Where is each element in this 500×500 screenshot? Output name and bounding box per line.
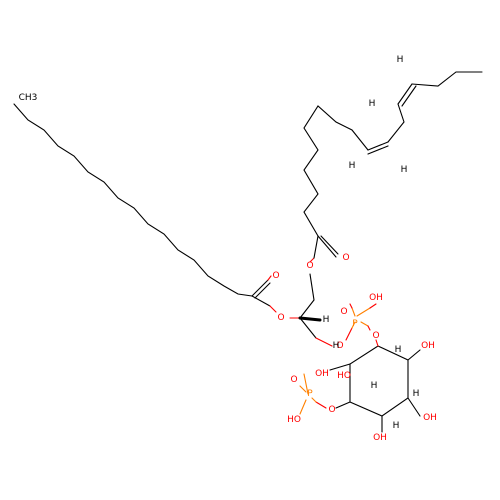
- methyl-label: CH3: [19, 93, 38, 103]
- hydrogen-label: H: [333, 341, 340, 351]
- hydroxyl-label: OH: [369, 293, 383, 303]
- hydrogen-label: H: [395, 345, 402, 355]
- hydroxyl-label: HO: [337, 371, 351, 381]
- hydrogen-label: H: [323, 315, 330, 325]
- hydrogen-label: H: [397, 55, 404, 65]
- hydrogen-label: H: [369, 99, 376, 109]
- hydroxyl-label: HO: [287, 415, 301, 425]
- hydroxyl-label: OH: [423, 413, 437, 423]
- sn2-acyl-chain: [303, 71, 483, 237]
- oxygen-label: O: [277, 313, 284, 323]
- inositol-ring: [329, 339, 421, 433]
- oxygen-label: O: [342, 253, 349, 263]
- sn1-acyl-chain: [13, 103, 253, 297]
- glycerol-backbone: [289, 273, 333, 347]
- oxygen-label: O: [372, 331, 379, 341]
- oxygen-label: O: [336, 341, 343, 351]
- hydrogen-label: H: [349, 161, 356, 171]
- phosphate-group-2: [299, 373, 327, 415]
- oxygen-label: O: [328, 405, 335, 415]
- oxygen-label: O: [306, 261, 313, 271]
- hydrogen-label: H: [401, 165, 408, 175]
- phosphorus-label: P: [352, 319, 358, 329]
- hydroxyl-label: OH: [373, 433, 387, 443]
- hydrogen-label: H: [371, 381, 378, 391]
- hydroxyl-label: OH: [315, 369, 329, 379]
- hydrogen-label: H: [413, 389, 420, 399]
- oxygen-label: O: [290, 375, 297, 385]
- ester-group-2: [309, 235, 339, 263]
- ester-group-1: [251, 275, 277, 313]
- phosphate-group-1: [345, 303, 377, 341]
- hydroxyl-label: OH: [421, 341, 435, 351]
- hydrogen-label: H: [393, 421, 400, 431]
- oxygen-label: O: [340, 307, 347, 317]
- oxygen-label: O: [272, 271, 279, 281]
- atom-labels: CH3 O O O O O P O OH O H H H H H H HO OH…: [19, 55, 437, 443]
- phosphorus-label: P: [307, 389, 313, 399]
